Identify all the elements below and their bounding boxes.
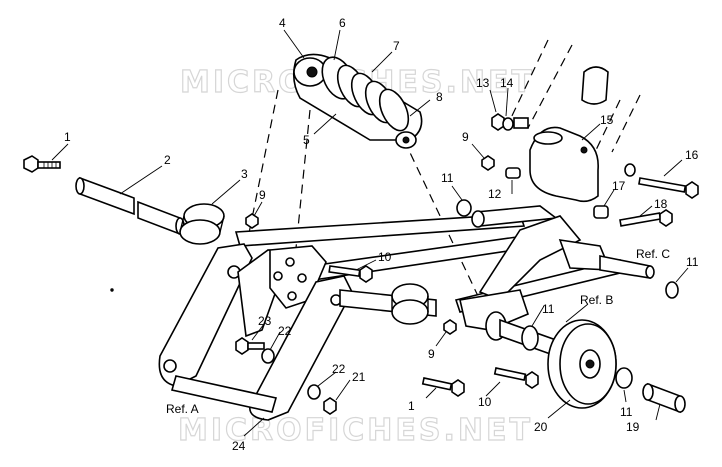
wheel-shaft: [485, 311, 557, 358]
callout-1-lower: 1: [408, 399, 415, 413]
callout-labels: 1 2 3 4 5 6 7 8 9 9 9 10 10 11 11 11 11 …: [64, 16, 699, 453]
nut-9-upper: [481, 155, 495, 171]
callout-11-center: 11: [542, 302, 555, 316]
leader-lines: [51, 29, 689, 437]
callout-13: 13: [476, 76, 490, 90]
callout-20: 20: [534, 420, 548, 434]
callout-9-left: 9: [259, 188, 266, 202]
wheel-20: [547, 319, 617, 409]
callout-9-upper: 9: [462, 130, 469, 144]
callout-12: 12: [488, 187, 502, 201]
ref-a-label: Ref. A: [166, 402, 199, 416]
callout-4: 4: [279, 16, 286, 30]
bushing-12: [505, 167, 521, 179]
washer-11-lower: [615, 367, 633, 389]
bracket-15: [529, 126, 599, 203]
watermark-bottom: MICROFICHES.NET: [178, 413, 533, 448]
callout-10-upper: 10: [378, 250, 392, 264]
shaft-2: [75, 176, 185, 236]
callout-5: 5: [303, 133, 310, 147]
nut-13-washer-14: [491, 113, 529, 131]
callout-22-lower: 22: [332, 362, 346, 376]
bolt-10-upper: [328, 265, 373, 283]
callout-21: 21: [352, 370, 366, 384]
bolt-1: [23, 155, 61, 173]
center-bushing: [391, 283, 429, 325]
reference-labels: Ref. A Ref. B Ref. C: [166, 247, 670, 416]
bolt-1-lower: [421, 377, 465, 397]
washer-11-right: [665, 281, 679, 299]
washer-22-lower: [307, 384, 321, 400]
callout-2: 2: [164, 153, 171, 167]
nut-9-lower: [443, 319, 457, 335]
reference-dot: [110, 288, 114, 292]
ref-b-label: Ref. B: [580, 293, 613, 307]
callout-22-upper: 22: [278, 324, 292, 338]
callout-9-lower: 9: [428, 347, 435, 361]
nut-9-left: [245, 213, 259, 229]
callout-7: 7: [393, 39, 400, 53]
bolt-23: [235, 337, 265, 355]
assembly-guide-lines: [245, 39, 641, 297]
callout-23: 23: [258, 314, 272, 328]
bolt-16: [638, 177, 699, 199]
bolt-10-lower: [493, 367, 539, 389]
spring-pin-top: [581, 66, 609, 105]
callout-17: 17: [612, 179, 626, 193]
callout-11-upper: 11: [441, 171, 454, 185]
callout-3: 3: [241, 167, 248, 181]
callout-1: 1: [64, 130, 71, 144]
bushing-19: [642, 382, 686, 414]
callout-19: 19: [626, 420, 640, 434]
bushing-3: [179, 203, 225, 245]
bushing-17: [593, 205, 609, 219]
callout-8: 8: [436, 90, 443, 104]
washer-22-upper: [261, 348, 275, 364]
nut-21: [323, 397, 337, 415]
callout-16: 16: [685, 148, 699, 162]
callout-18: 18: [654, 197, 668, 211]
callout-6: 6: [339, 16, 346, 30]
ref-c-label: Ref. C: [636, 247, 670, 261]
callout-10-lower: 10: [478, 395, 492, 409]
callout-24: 24: [232, 439, 246, 453]
bolt-18: [619, 209, 673, 227]
washer-16: [624, 163, 636, 177]
washer-11-upper: [456, 199, 472, 217]
callout-11-right: 11: [686, 255, 699, 269]
shock-absorber: [292, 53, 423, 149]
callout-14: 14: [500, 76, 514, 90]
callout-15: 15: [600, 113, 614, 127]
callout-11-lower: 11: [620, 405, 633, 419]
